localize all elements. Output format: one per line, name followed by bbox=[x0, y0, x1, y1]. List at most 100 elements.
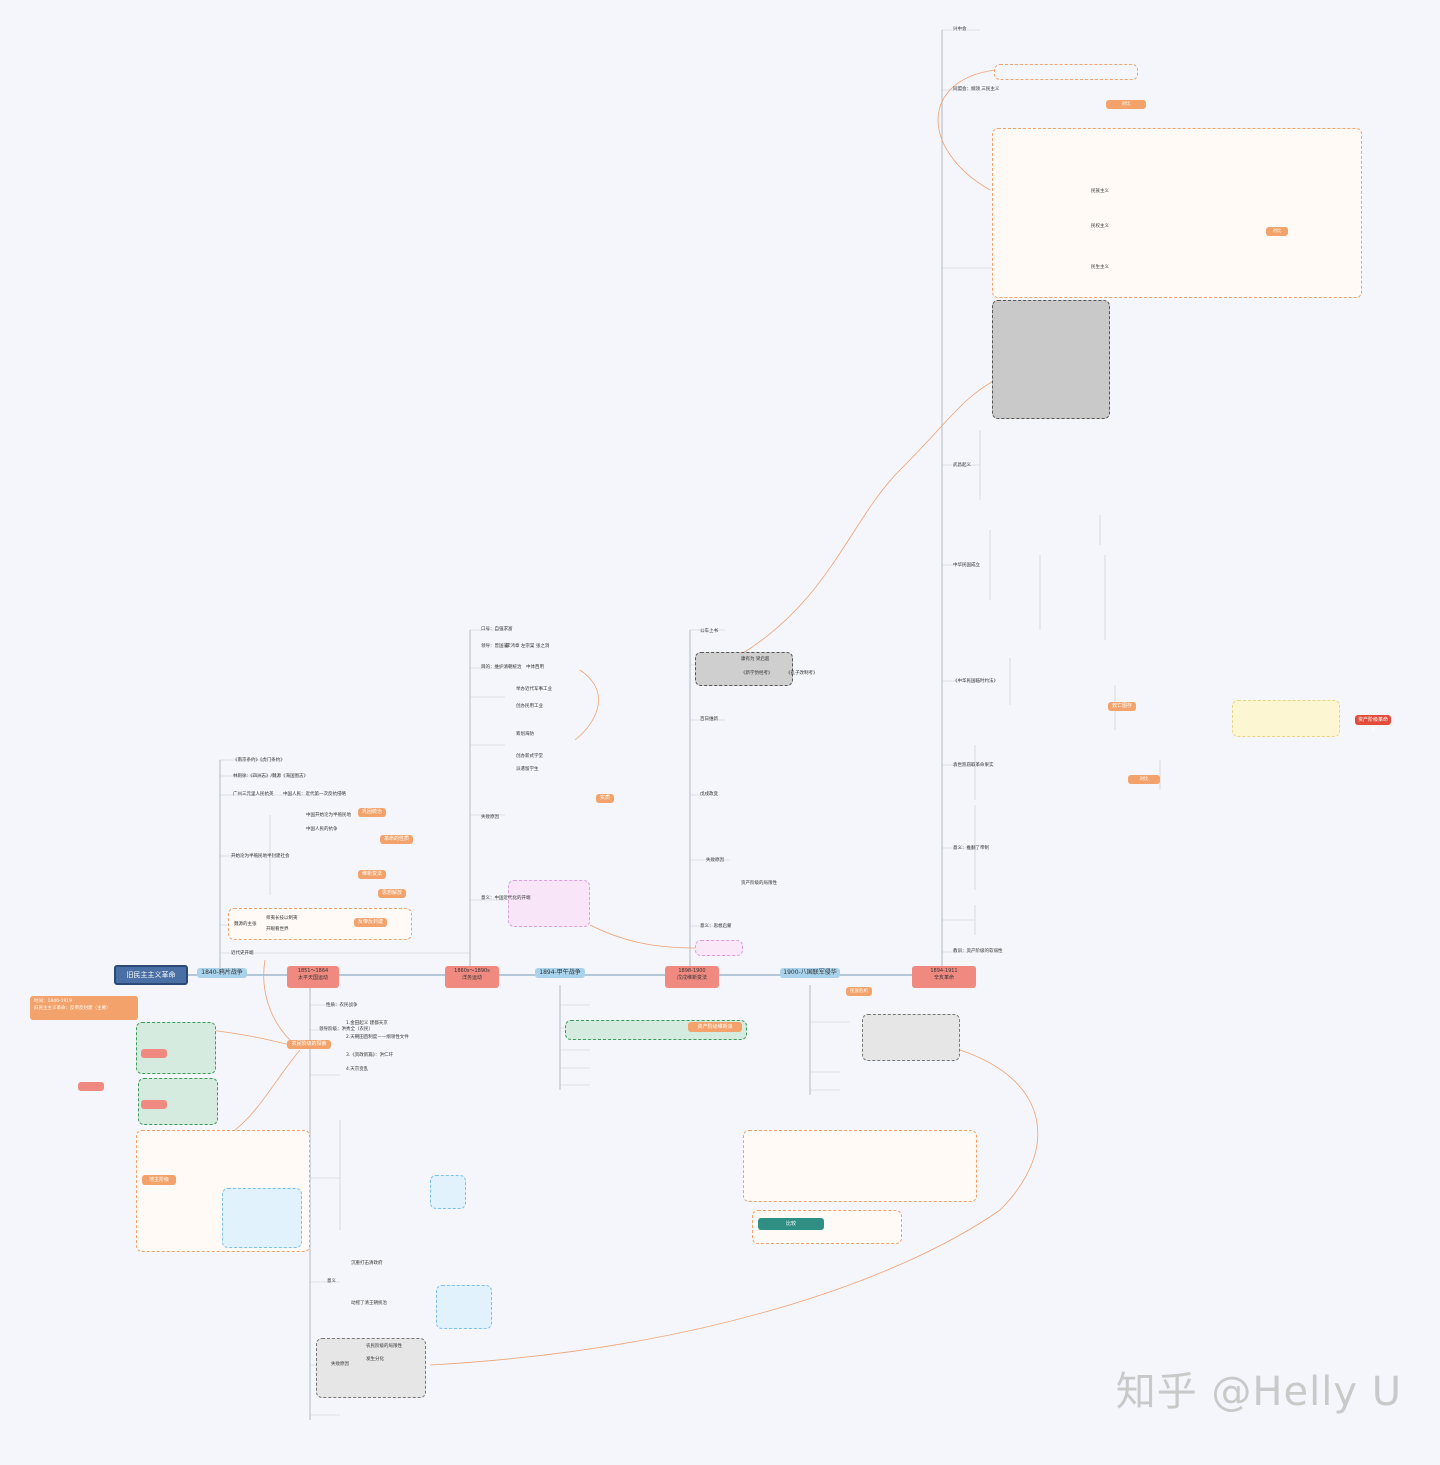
yangwu-node-7[interactable]: 筹划海防 bbox=[516, 732, 534, 737]
left-node-6[interactable]: 中国人民的抗争 bbox=[306, 827, 338, 832]
baguo-region bbox=[862, 1014, 960, 1061]
yangwu-node-5[interactable]: 举办近代军事工业 bbox=[516, 687, 552, 692]
taiping-node-7[interactable]: 失败原因 bbox=[331, 1362, 349, 1367]
timeline-taiping[interactable]: 1851～1864 太平天国运动 bbox=[287, 966, 339, 988]
yangwu-region bbox=[508, 880, 590, 927]
taiping-node-9[interactable]: 发生分化 bbox=[366, 1357, 384, 1362]
label-compare-d[interactable]: 对比 bbox=[1128, 775, 1160, 784]
hl-node-0[interactable]: 巩固统治 bbox=[358, 808, 387, 817]
taiping-node-1[interactable]: 领导阶级：洪秀全（农民） bbox=[319, 1027, 373, 1032]
yangwu-node-0[interactable]: 口号：自强求富 bbox=[481, 627, 513, 632]
taiping-node-6[interactable]: 意义 bbox=[327, 1279, 336, 1284]
taiping-node-5[interactable]: 4.天京变乱 bbox=[346, 1067, 369, 1072]
taiping-node-3[interactable]: 2.天朝田亩制度——纲领性文件 bbox=[346, 1035, 409, 1040]
zizheng-region bbox=[430, 1175, 466, 1209]
label-compare-c[interactable]: 对比 bbox=[1266, 227, 1288, 236]
label-compare-a[interactable]: 比较 bbox=[758, 1218, 824, 1230]
timeline-baguo[interactable]: 1900-八国联军侵华 bbox=[780, 968, 840, 978]
yangwu-node-4[interactable]: 中体西用 bbox=[526, 665, 544, 670]
left-node-2[interactable]: 广州三元里人民抗英 bbox=[233, 792, 274, 797]
xinhai-node-0[interactable]: 兴中会 bbox=[953, 27, 967, 32]
hl-node-7[interactable]: 民族危机 bbox=[846, 987, 872, 996]
timeline-yangwu[interactable]: 1860s～1890s 洋务运动 bbox=[445, 966, 499, 988]
weixin-node-7[interactable]: 意义：思想启蒙 bbox=[700, 924, 732, 929]
hl-node-1[interactable]: 革命的性质 bbox=[380, 835, 414, 844]
taiping-lesson-region bbox=[316, 1338, 426, 1398]
taiping-meaning-region bbox=[436, 1285, 492, 1329]
hl-node-5[interactable]: 反帝反封建 bbox=[354, 918, 388, 927]
xinhai-node-2[interactable]: 民族主义 bbox=[1091, 189, 1109, 194]
kang-liang-region bbox=[695, 652, 793, 686]
xinhai-node-3[interactable]: 民权主义 bbox=[1091, 224, 1109, 229]
taiping-node-4[interactable]: 3.《资政新篇》：洪仁玕 bbox=[346, 1053, 394, 1058]
hl-node-6[interactable]: 救亡图存 bbox=[1108, 702, 1137, 711]
compare-region bbox=[743, 1130, 977, 1202]
timeline-weixin[interactable]: 1898-1900 戊戌维新变法 bbox=[665, 966, 719, 988]
tianjing-region bbox=[222, 1188, 302, 1248]
xinhai-node-8[interactable]: 袁世凯窃取革命果实 bbox=[953, 763, 994, 768]
yangwu-node-8[interactable]: 创办新式学堂 bbox=[516, 754, 543, 759]
tongmenghui-region bbox=[992, 128, 1362, 298]
yangwu-node-9[interactable]: 派遣留学生 bbox=[516, 767, 539, 772]
label-reform[interactable]: 资产阶级维新派 bbox=[688, 1022, 742, 1032]
xinhai-node-1[interactable]: 同盟会：纲领 三民主义 bbox=[953, 87, 1000, 92]
weixin-node-8[interactable]: 资产阶级的局限性 bbox=[741, 881, 777, 886]
root-info: 时间：1840-1919 旧民主主义革命：反帝反封建（主要） bbox=[30, 996, 138, 1020]
xinhai-node-5[interactable]: 武昌起义 bbox=[953, 463, 971, 468]
yangwu-node-1[interactable]: 领导：曾国藩 bbox=[481, 644, 508, 649]
left-node-3[interactable]: 中国人民：近代第一次反抗侵略 bbox=[283, 792, 346, 797]
weixin-node-6[interactable]: 失败原因 bbox=[706, 858, 724, 863]
xinhai-node-9[interactable]: 意义：推翻了帝制 bbox=[953, 846, 989, 851]
left-node-8[interactable]: 魏源的主张 bbox=[234, 922, 257, 927]
left-node-1[interactable]: 林则徐:《四洲志》/魏源《海国图志》 bbox=[233, 774, 309, 779]
xinhai-node-4[interactable]: 民生主义 bbox=[1091, 265, 1109, 270]
xinhai-node-7[interactable]: 《中华民国临时约法》 bbox=[953, 679, 998, 684]
hl-node-2[interactable]: 维新变法 bbox=[358, 870, 387, 879]
weixin-node-0[interactable]: 公车上书 bbox=[700, 629, 718, 634]
xinhai-lesson-region bbox=[1232, 700, 1340, 737]
left-node-7[interactable]: 近代史开端 bbox=[231, 951, 254, 956]
hl-node-3[interactable]: 思想解放 bbox=[378, 889, 407, 898]
hl-node-4[interactable]: 实质 bbox=[596, 794, 615, 803]
weixin-node-4[interactable]: 百日维新 bbox=[700, 717, 718, 722]
taiping-node-8[interactable]: 农民阶级的局限性 bbox=[366, 1344, 402, 1349]
left-node-0[interactable]: 《南京条约》《虎门条约》 bbox=[233, 758, 285, 763]
label-revolution[interactable]: 资产阶级革命派 bbox=[1355, 715, 1391, 733]
timeline-1840[interactable]: 1840-鸦片战争 bbox=[197, 968, 247, 978]
label-landlord[interactable]: 地主阶级 bbox=[142, 1175, 176, 1185]
root-title[interactable]: 旧民主主义革命 bbox=[114, 965, 188, 985]
watermark-text: 知乎 @Helly U bbox=[1115, 1369, 1402, 1415]
near-modern-region bbox=[695, 940, 743, 956]
left-node-4[interactable]: 开始沦为半殖民地半封建社会 bbox=[231, 854, 290, 859]
yangwu-node-6[interactable]: 创办民用工业 bbox=[516, 704, 543, 709]
weixin-node-1[interactable]: 康有为 梁启超 bbox=[741, 657, 770, 662]
timeline-jiawu[interactable]: 1894-甲午战争 bbox=[535, 968, 585, 978]
root-info-time: 时间：1840-1919 bbox=[34, 999, 73, 1004]
xinhai-node-6[interactable]: 中华民国成立 bbox=[953, 563, 980, 568]
hongxiuquan-region bbox=[136, 1022, 216, 1074]
taiping-origin-tag[interactable] bbox=[78, 1082, 104, 1091]
left-node-5[interactable]: 中国开始沦为半殖民地 bbox=[306, 813, 351, 818]
sun-region bbox=[994, 64, 1138, 80]
xinhai-node-10[interactable]: 教训：资产阶级的软弱性 bbox=[953, 949, 1003, 954]
weixin-node-3[interactable]: 《孔子改制考》 bbox=[786, 671, 818, 676]
timeline-xinhai[interactable]: 1894-1911 辛亥革命 bbox=[912, 966, 976, 988]
taiping-node-10[interactable]: 沉重打击清政府 bbox=[351, 1261, 383, 1266]
yangwu-node-3[interactable]: 目的：维护清朝统治 bbox=[481, 665, 522, 670]
taiping-node-0[interactable]: 性质：农民战争 bbox=[326, 1003, 358, 1008]
label-peasant-exploration[interactable]: 农民阶级的探索 bbox=[287, 1040, 331, 1049]
weixin-node-2[interactable]: 《新学伪经考》 bbox=[741, 671, 773, 676]
left-node-10[interactable]: 开眼看世界 bbox=[266, 927, 289, 932]
taiping-node-11[interactable]: 动摇了清王朝统治 bbox=[351, 1301, 387, 1306]
yangwu-node-10[interactable]: 失败原因 bbox=[481, 815, 499, 820]
yangwu-node-2[interactable]: 李鸿章 左宗棠 张之洞 bbox=[506, 644, 550, 649]
taiping-node-2[interactable]: 1.金田起义 建都天京 bbox=[346, 1021, 388, 1026]
weixin-node-5[interactable]: 戊戌政变 bbox=[700, 792, 718, 797]
root-info-nature: 旧民主主义革命：反帝反封建（主要） bbox=[34, 1006, 111, 1011]
yangwu-node-11[interactable]: 意义：中国近代化的开端 bbox=[481, 896, 531, 901]
yang-tag[interactable] bbox=[141, 1100, 167, 1109]
label-compare-b[interactable]: 对比 bbox=[1106, 100, 1146, 109]
hong-tag[interactable] bbox=[141, 1049, 167, 1058]
left-node-9[interactable]: 师夷长技以制夷 bbox=[266, 916, 298, 921]
